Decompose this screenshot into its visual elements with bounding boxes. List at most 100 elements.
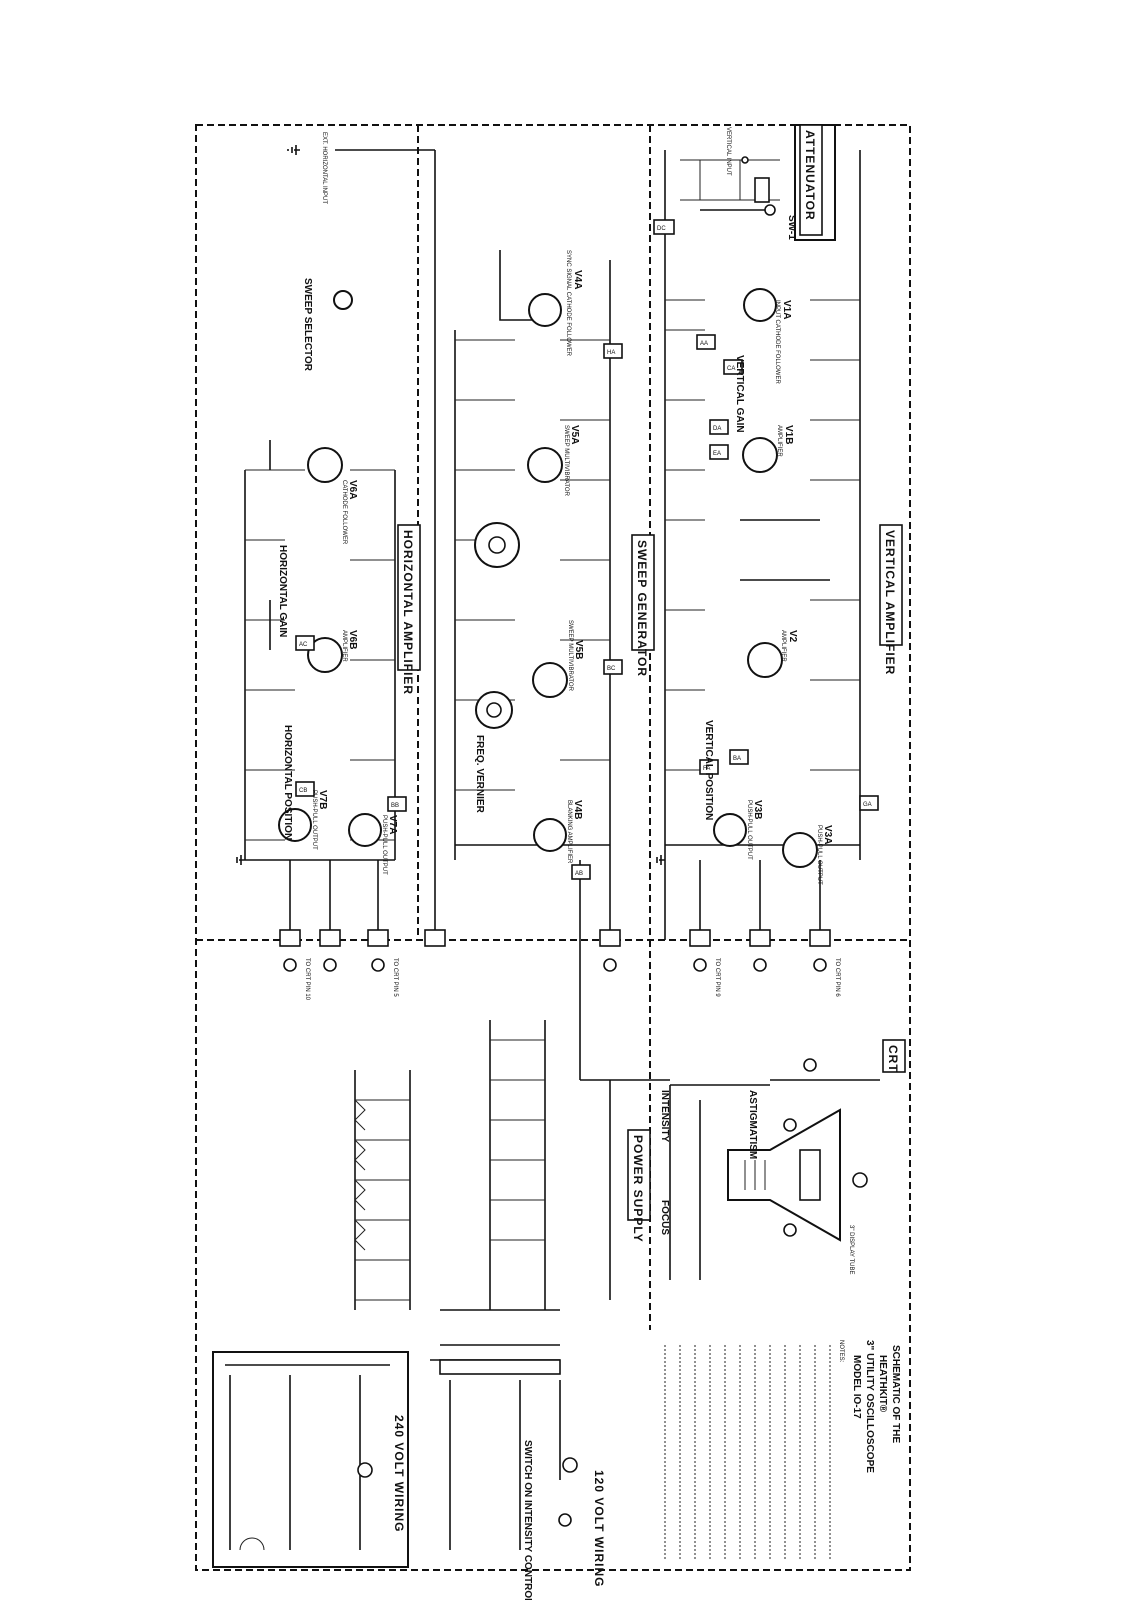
- role-v7a: PUSH-PULL OUTPUT: [381, 815, 387, 875]
- role-v5b: SWEEP MULTIVIBRATOR: [567, 620, 573, 692]
- label-horizontal-position: HORIZONTAL POSITION: [282, 725, 293, 840]
- crt-envelope: [727, 1108, 841, 1242]
- label-freq-vernier: FREQ. VERNIER: [474, 735, 485, 814]
- vertical-ladders: [665, 299, 860, 771]
- tube-v4b: [533, 818, 567, 852]
- tube-v5a: [527, 447, 563, 483]
- conn-bb-h: BB: [391, 803, 399, 809]
- output-connectors: [279, 929, 831, 972]
- out-crt-pin-5: TO CRT PIN 5: [392, 958, 398, 997]
- title-horizontal-amplifier: HORIZONTAL AMPLIFIER: [401, 530, 415, 695]
- title-block: SCHEMATIC OF THE HEATHKIT® 3" UTILITY OS…: [664, 1340, 901, 1560]
- ground-icon: [236, 855, 245, 865]
- tube-v1a: [743, 288, 777, 322]
- conn-dc-s: AB: [575, 871, 583, 877]
- power-supply-circuit: [354, 1020, 611, 1550]
- tube-v4a: [528, 293, 562, 327]
- outer-frame: [195, 124, 911, 1571]
- rotary-controls: [333, 290, 520, 729]
- label-intensity: INTENSITY: [659, 1090, 670, 1143]
- label-vertical-position: VERTICAL POSITION: [703, 720, 714, 820]
- wiring-240-circuit: [225, 1364, 390, 1551]
- ground-icon: [656, 855, 665, 865]
- role-v6b: AMPLIFIER: [341, 630, 347, 662]
- title-sweep-generator: SWEEP GENERATOR: [635, 540, 649, 677]
- title-vertical-amplifier: VERTICAL AMPLIFIER: [883, 530, 897, 675]
- title-power-supply: POWER SUPPLY: [631, 1135, 645, 1243]
- label-sweep-selector: SWEEP SELECTOR: [302, 278, 313, 372]
- label-v5a: V5A: [569, 425, 580, 444]
- conn-ga-v: GA: [863, 802, 872, 808]
- conn-fa-v: FA: [703, 766, 710, 772]
- conn-ac-h: AC: [299, 642, 308, 648]
- tube-v5b: [532, 662, 568, 698]
- ground-symbols: [236, 145, 665, 865]
- out-crt-pin-9: TO CRT PIN 9: [714, 958, 720, 997]
- tube-v3a: [782, 832, 818, 868]
- title-line-4: MODEL IO-17: [851, 1355, 862, 1419]
- conn-aa-v: AA: [700, 341, 708, 347]
- role-v6a: CATHODE FOLLOWER: [341, 480, 347, 545]
- label-v7a: V7A: [387, 815, 398, 834]
- label-v4b: V4B: [572, 800, 583, 819]
- role-v2: AMPLIFIER: [780, 630, 786, 662]
- ground-icon: [287, 145, 300, 155]
- label-switch-on-intensity: SWITCH ON INTENSITY CONTROL: [522, 1440, 533, 1600]
- label-ext-horiz-input: EXT. HORIZONTAL INPUT: [321, 132, 327, 204]
- horizontal-ladders: [245, 440, 395, 841]
- notes-heading: NOTES:: [838, 1340, 844, 1363]
- control-labels: VERTICAL GAIN VERTICAL POSITION HORIZONT…: [277, 127, 797, 1604]
- role-v3b: PUSH-PULL OUTPUT: [746, 800, 752, 860]
- title-120-volt-wiring: 120 VOLT WIRING: [592, 1470, 606, 1587]
- connector-boxes: DC AA CA DA EA BA FA GA HA BC AB AC BB C…: [295, 219, 879, 880]
- label-v6b: V6B: [347, 630, 358, 649]
- frame-240v: [212, 1351, 409, 1568]
- conn-cb-h: CB: [299, 788, 307, 794]
- tube-v6b: [307, 637, 343, 673]
- title-attenuator: ATTENUATOR: [803, 130, 817, 221]
- label-v7b: V7B: [317, 790, 328, 809]
- role-v4a: SYNC SIGNAL CATHODE FOLLOWER: [565, 250, 571, 357]
- label-v4a: V4A: [572, 270, 583, 289]
- bus-lines: [244, 149, 861, 1080]
- label-focus: FOCUS: [659, 1200, 670, 1235]
- tube-labels: V1A INPUT CATHODE FOLLOWER V1B AMPLIFIER…: [311, 250, 854, 1275]
- out-crt-pin-10: TO CRT PIN 10: [304, 958, 310, 1001]
- label-v5b: V5B: [573, 640, 584, 659]
- attenuator-network: [680, 156, 780, 216]
- tube-v3b: [713, 813, 747, 847]
- out-crt-pin-6: TO CRT PIN 6: [834, 958, 840, 997]
- crt-symbol: [580, 1058, 880, 1280]
- label-v3b: V3B: [752, 800, 763, 819]
- role-v7b: PUSH-PULL OUTPUT: [311, 790, 317, 850]
- tube-v1b: [742, 437, 778, 473]
- role-v1a: INPUT CATHODE FOLLOWER: [774, 300, 780, 384]
- tube-v7b: [278, 808, 312, 842]
- label-astigmatism: ASTIGMATISM: [747, 1090, 758, 1159]
- label-horizontal-gain: HORIZONTAL GAIN: [277, 545, 288, 637]
- label-v6a: V6A: [347, 480, 358, 499]
- label-vertical-gain: VERTICAL GAIN: [734, 355, 745, 433]
- label-sw1: SW-1: [786, 215, 797, 240]
- conn-ca-v: CA: [727, 366, 735, 372]
- label-v1b: V1B: [783, 425, 794, 444]
- title-line-2: HEATHKIT®: [877, 1355, 888, 1413]
- notes-text-lines: [664, 1345, 831, 1560]
- tube-v7a: [348, 813, 382, 847]
- section-titles: ATTENUATOR VERTICAL AMPLIFIER SWEEP GENE…: [392, 124, 906, 1587]
- conn-bc-s: BC: [607, 666, 616, 672]
- sweep-selector-switch[interactable]: [333, 290, 353, 310]
- tubes: [278, 288, 818, 868]
- crt-pin-labels: TO CRT PIN 6 TO CRT PIN 9 TO CRT PIN 10 …: [304, 958, 840, 1001]
- role-v4b: BLANKING AMPLIFIER: [566, 800, 572, 864]
- role-v3a: PUSH-PULL OUTPUT: [816, 825, 822, 885]
- title-240-volt-wiring: 240 VOLT WIRING: [392, 1415, 406, 1532]
- role-v5a: SWEEP MULTIVIBRATOR: [563, 425, 569, 497]
- label-v2: V2: [787, 630, 798, 643]
- title-crt: CRT: [886, 1045, 900, 1073]
- title-line-1: SCHEMATIC OF THE: [890, 1345, 901, 1443]
- conn-ea-v: EA: [713, 451, 721, 457]
- conn-ba-v: BA: [733, 756, 741, 762]
